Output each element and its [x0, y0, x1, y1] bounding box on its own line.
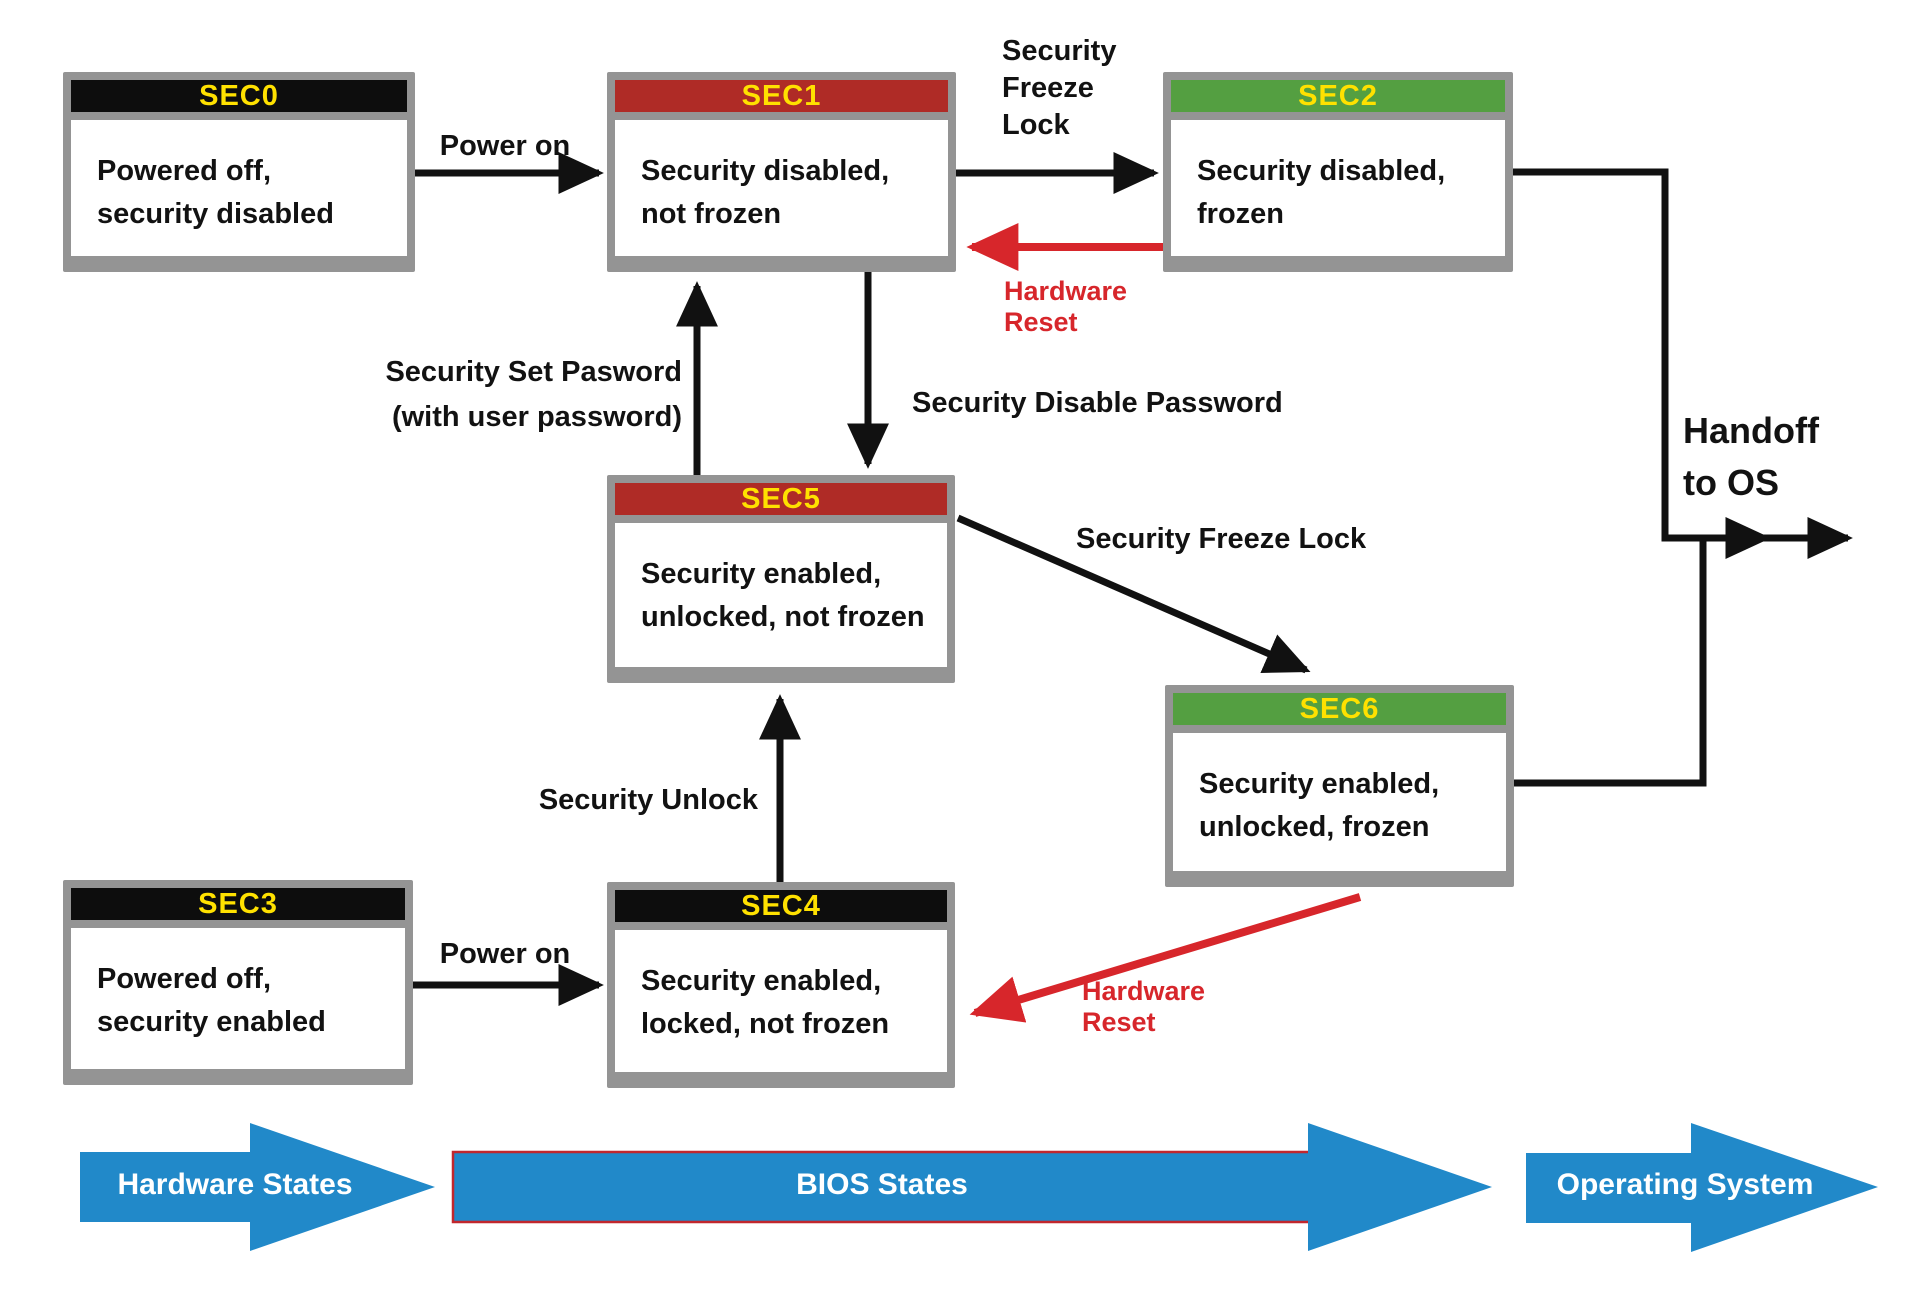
hardware-states-banner-head — [250, 1123, 435, 1251]
arrow-freeze-lock-sec5-sec6 — [956, 514, 1311, 674]
state-box-sec5: SEC5 Security enabled, unlocked, not fro… — [607, 475, 955, 683]
operating-system-banner-body — [1526, 1153, 1693, 1223]
state-body-sec4: Security enabled, locked, not frozen — [615, 930, 947, 1072]
arrow-hardware-reset-sec6-sec4 — [969, 893, 1362, 1023]
edge-label-security-set-password: Security Set Pasword (with user password… — [385, 356, 682, 433]
edge-label-power-on-top: Power on — [439, 130, 571, 162]
state-body-sec0: Powered off, security disabled — [71, 120, 407, 256]
state-box-sec6: SEC6 Security enabled, unlocked, frozen — [1165, 685, 1514, 887]
operating-system-banner-label: Operating System — [1556, 1168, 1814, 1201]
edge-label-security-freeze-lock-top: Security Freeze Lock — [1002, 35, 1117, 141]
state-box-sec4: SEC4 Security enabled, locked, not froze… — [607, 882, 955, 1088]
state-header-sec0: SEC0 — [71, 80, 407, 112]
hardware-states-banner-body — [80, 1152, 252, 1222]
state-body-sec5: Security enabled, unlocked, not frozen — [615, 523, 947, 667]
state-header-sec2: SEC2 — [1171, 80, 1505, 112]
edge-label-hardware-reset-bottom: Hardware Reset — [1082, 976, 1206, 1038]
state-body-sec2: Security disabled, frozen — [1171, 120, 1505, 256]
state-header-sec3: SEC3 — [71, 888, 405, 920]
bios-states-banner-body — [451, 1150, 1313, 1224]
bios-states-banner-head — [1308, 1123, 1492, 1251]
handoff-to-os-label: Handoff to OS — [1683, 410, 1819, 504]
state-header-sec5: SEC5 — [615, 483, 947, 515]
hardware-states-banner-label: Hardware States — [117, 1168, 353, 1201]
operating-system-banner-head — [1691, 1123, 1878, 1252]
edge-label-hardware-reset-top: Hardware Reset — [1004, 276, 1128, 338]
edge-label-security-unlock: Security Unlock — [538, 784, 758, 816]
state-header-sec6: SEC6 — [1173, 693, 1506, 725]
edge-label-security-disable-password: Security Disable Password — [912, 387, 1283, 419]
state-body-sec6: Security enabled, unlocked, frozen — [1173, 733, 1506, 871]
state-box-sec3: SEC3 Powered off, security enabled — [63, 880, 413, 1085]
state-box-sec2: SEC2 Security disabled, frozen — [1163, 72, 1513, 272]
state-box-sec1: SEC1 Security disabled, not frozen — [607, 72, 956, 272]
bios-states-banner-label: BIOS States — [796, 1168, 968, 1201]
state-header-sec4: SEC4 — [615, 890, 947, 922]
state-body-sec3: Powered off, security enabled — [71, 928, 405, 1069]
edge-label-security-freeze-lock-diagonal: Security Freeze Lock — [1076, 523, 1367, 555]
edge-label-power-on-bottom: Power on — [439, 938, 571, 970]
arrow-handoff-sec6-os — [1510, 517, 1853, 787]
state-box-sec0: SEC0 Powered off, security disabled — [63, 72, 415, 272]
state-header-sec1: SEC1 — [615, 80, 948, 112]
state-body-sec1: Security disabled, not frozen — [615, 120, 948, 256]
